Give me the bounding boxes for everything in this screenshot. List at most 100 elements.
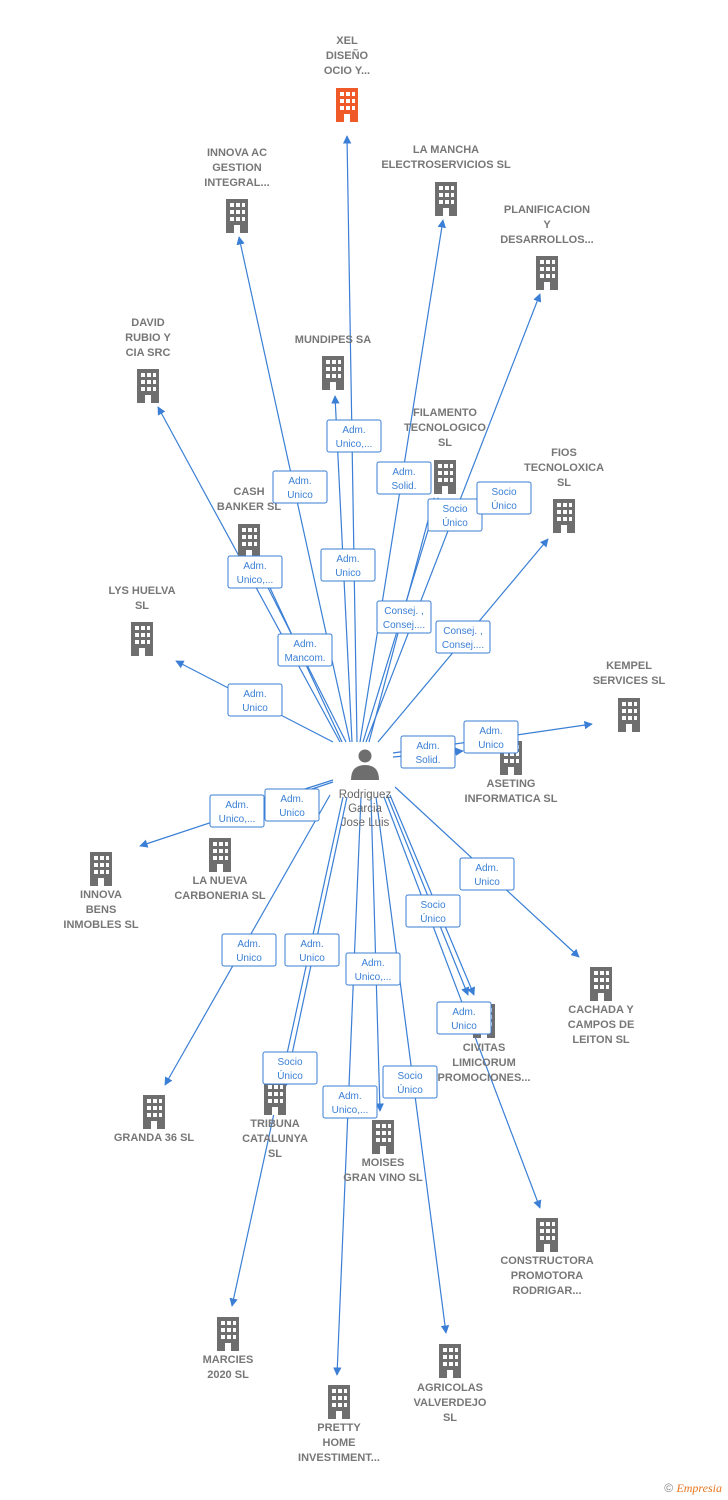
role-label[interactable]: Consej. ,Consej.... xyxy=(376,600,432,634)
building-icon xyxy=(143,1095,165,1129)
company-name: GRANDA 36 SL xyxy=(114,1132,195,1144)
company-node[interactable]: PRETTYHOMEINVESTIMENT... xyxy=(298,1385,380,1464)
role-label[interactable]: Adm.Solid. xyxy=(376,461,432,495)
role-label[interactable]: Adm.Unico xyxy=(227,683,283,717)
building-icon xyxy=(439,1344,461,1378)
role-text: Consej.... xyxy=(383,620,425,631)
person-name: Rodriguez xyxy=(339,789,392,801)
company-node[interactable]: CIVITASLIMICORUMPROMOCIONES... xyxy=(438,1004,531,1084)
company-node[interactable]: MARCIES 2020 SL xyxy=(203,1317,254,1381)
role-text: Adm. xyxy=(342,425,365,436)
company-name: INNOVA xyxy=(80,889,122,901)
company-node[interactable]: CONSTRUCTORAPROMOTORARODRIGAR... xyxy=(500,1218,594,1297)
role-label[interactable]: Adm.Unico xyxy=(436,1001,492,1035)
company-name: LA NUEVA xyxy=(193,875,248,887)
role-text: Unico xyxy=(474,877,500,888)
role-label[interactable]: Adm.Solid. xyxy=(400,735,456,769)
company-name: MARCIES xyxy=(203,1354,254,1366)
role-text: Adm. xyxy=(243,689,266,700)
company-name: SL xyxy=(135,600,149,612)
role-text: Adm. xyxy=(475,863,498,874)
role-label[interactable]: Adm.Unico xyxy=(264,788,320,822)
role-label[interactable]: Adm.Mancom. xyxy=(277,633,333,667)
building-icon xyxy=(536,256,558,290)
company-node[interactable]: LYS HUELVA SL xyxy=(108,585,176,656)
company-name: ASETING xyxy=(487,778,536,790)
role-label[interactable]: Adm.Unico,... xyxy=(322,1085,378,1119)
copyright-icon: © xyxy=(664,1481,674,1495)
building-icon xyxy=(536,1218,558,1252)
role-label[interactable]: Adm.Unico xyxy=(320,548,376,582)
company-name: DAVID xyxy=(131,317,164,329)
role-text: Unico xyxy=(299,953,325,964)
company-name: MUNDIPES SA xyxy=(295,334,371,346)
company-name: DESARROLLOS... xyxy=(500,234,594,246)
role-text: Socio xyxy=(491,487,516,498)
role-label[interactable]: Adm.Unico,... xyxy=(345,952,401,986)
company-node[interactable]: MUNDIPES SA xyxy=(295,334,371,390)
role-text: Único xyxy=(442,516,468,529)
company-name: PLANIFICACION xyxy=(504,204,590,216)
company-node[interactable]: INNOVA ACGESTIONINTEGRAL... xyxy=(204,147,270,233)
person-name: Jose Luis xyxy=(341,817,390,829)
role-label[interactable]: Adm.Unico xyxy=(272,470,328,504)
company-name: GESTION xyxy=(212,162,262,174)
role-text: Unico,... xyxy=(219,814,256,825)
company-name: LA MANCHA xyxy=(413,144,479,156)
company-name: 2020 SL xyxy=(207,1369,249,1381)
building-icon xyxy=(226,199,248,233)
company-name: LEITON SL xyxy=(572,1034,630,1046)
building-icon xyxy=(618,698,640,732)
role-label[interactable]: Adm. Unico xyxy=(459,857,515,891)
footer-brand[interactable]: © Empresia xyxy=(664,1481,722,1496)
company-name: LYS HUELVA xyxy=(108,585,175,597)
company-name: FIOS xyxy=(551,447,577,459)
role-label[interactable]: Adm.Unico xyxy=(463,720,519,754)
building-icon xyxy=(435,182,457,216)
role-text: Unico xyxy=(236,953,262,964)
company-name: PRETTY xyxy=(317,1422,361,1434)
role-label[interactable]: Adm.Unico xyxy=(284,933,340,967)
company-name: CIA SRC xyxy=(126,347,171,359)
role-text: Adm. xyxy=(452,1007,475,1018)
role-label[interactable]: Consej. ,Consej.... xyxy=(435,620,491,654)
company-name: VALVERDEJO xyxy=(414,1397,487,1409)
role-label[interactable]: Adm.Unico xyxy=(221,933,277,967)
company-node[interactable]: PLANIFICACIONYDESARROLLOS... xyxy=(500,204,594,290)
company-name: CIVITAS xyxy=(463,1042,506,1054)
company-node[interactable]: GRANDA 36 SL xyxy=(114,1095,195,1144)
role-label[interactable]: Adm.Unico,... xyxy=(227,555,283,589)
company-name: INVESTIMENT... xyxy=(298,1452,380,1464)
company-name: CATALUNYA xyxy=(242,1133,308,1145)
role-label[interactable]: Adm.Unico,... xyxy=(209,794,265,828)
company-name: CAMPOS DE xyxy=(568,1019,635,1031)
role-label[interactable]: Adm.Unico,... xyxy=(326,419,382,453)
role-text: Adm. xyxy=(293,639,316,650)
role-text: Único xyxy=(491,499,517,512)
company-name: MOISES xyxy=(362,1157,405,1169)
company-name: SL xyxy=(443,1412,457,1424)
company-name: INNOVA AC xyxy=(207,147,267,159)
building-icon xyxy=(372,1120,394,1154)
